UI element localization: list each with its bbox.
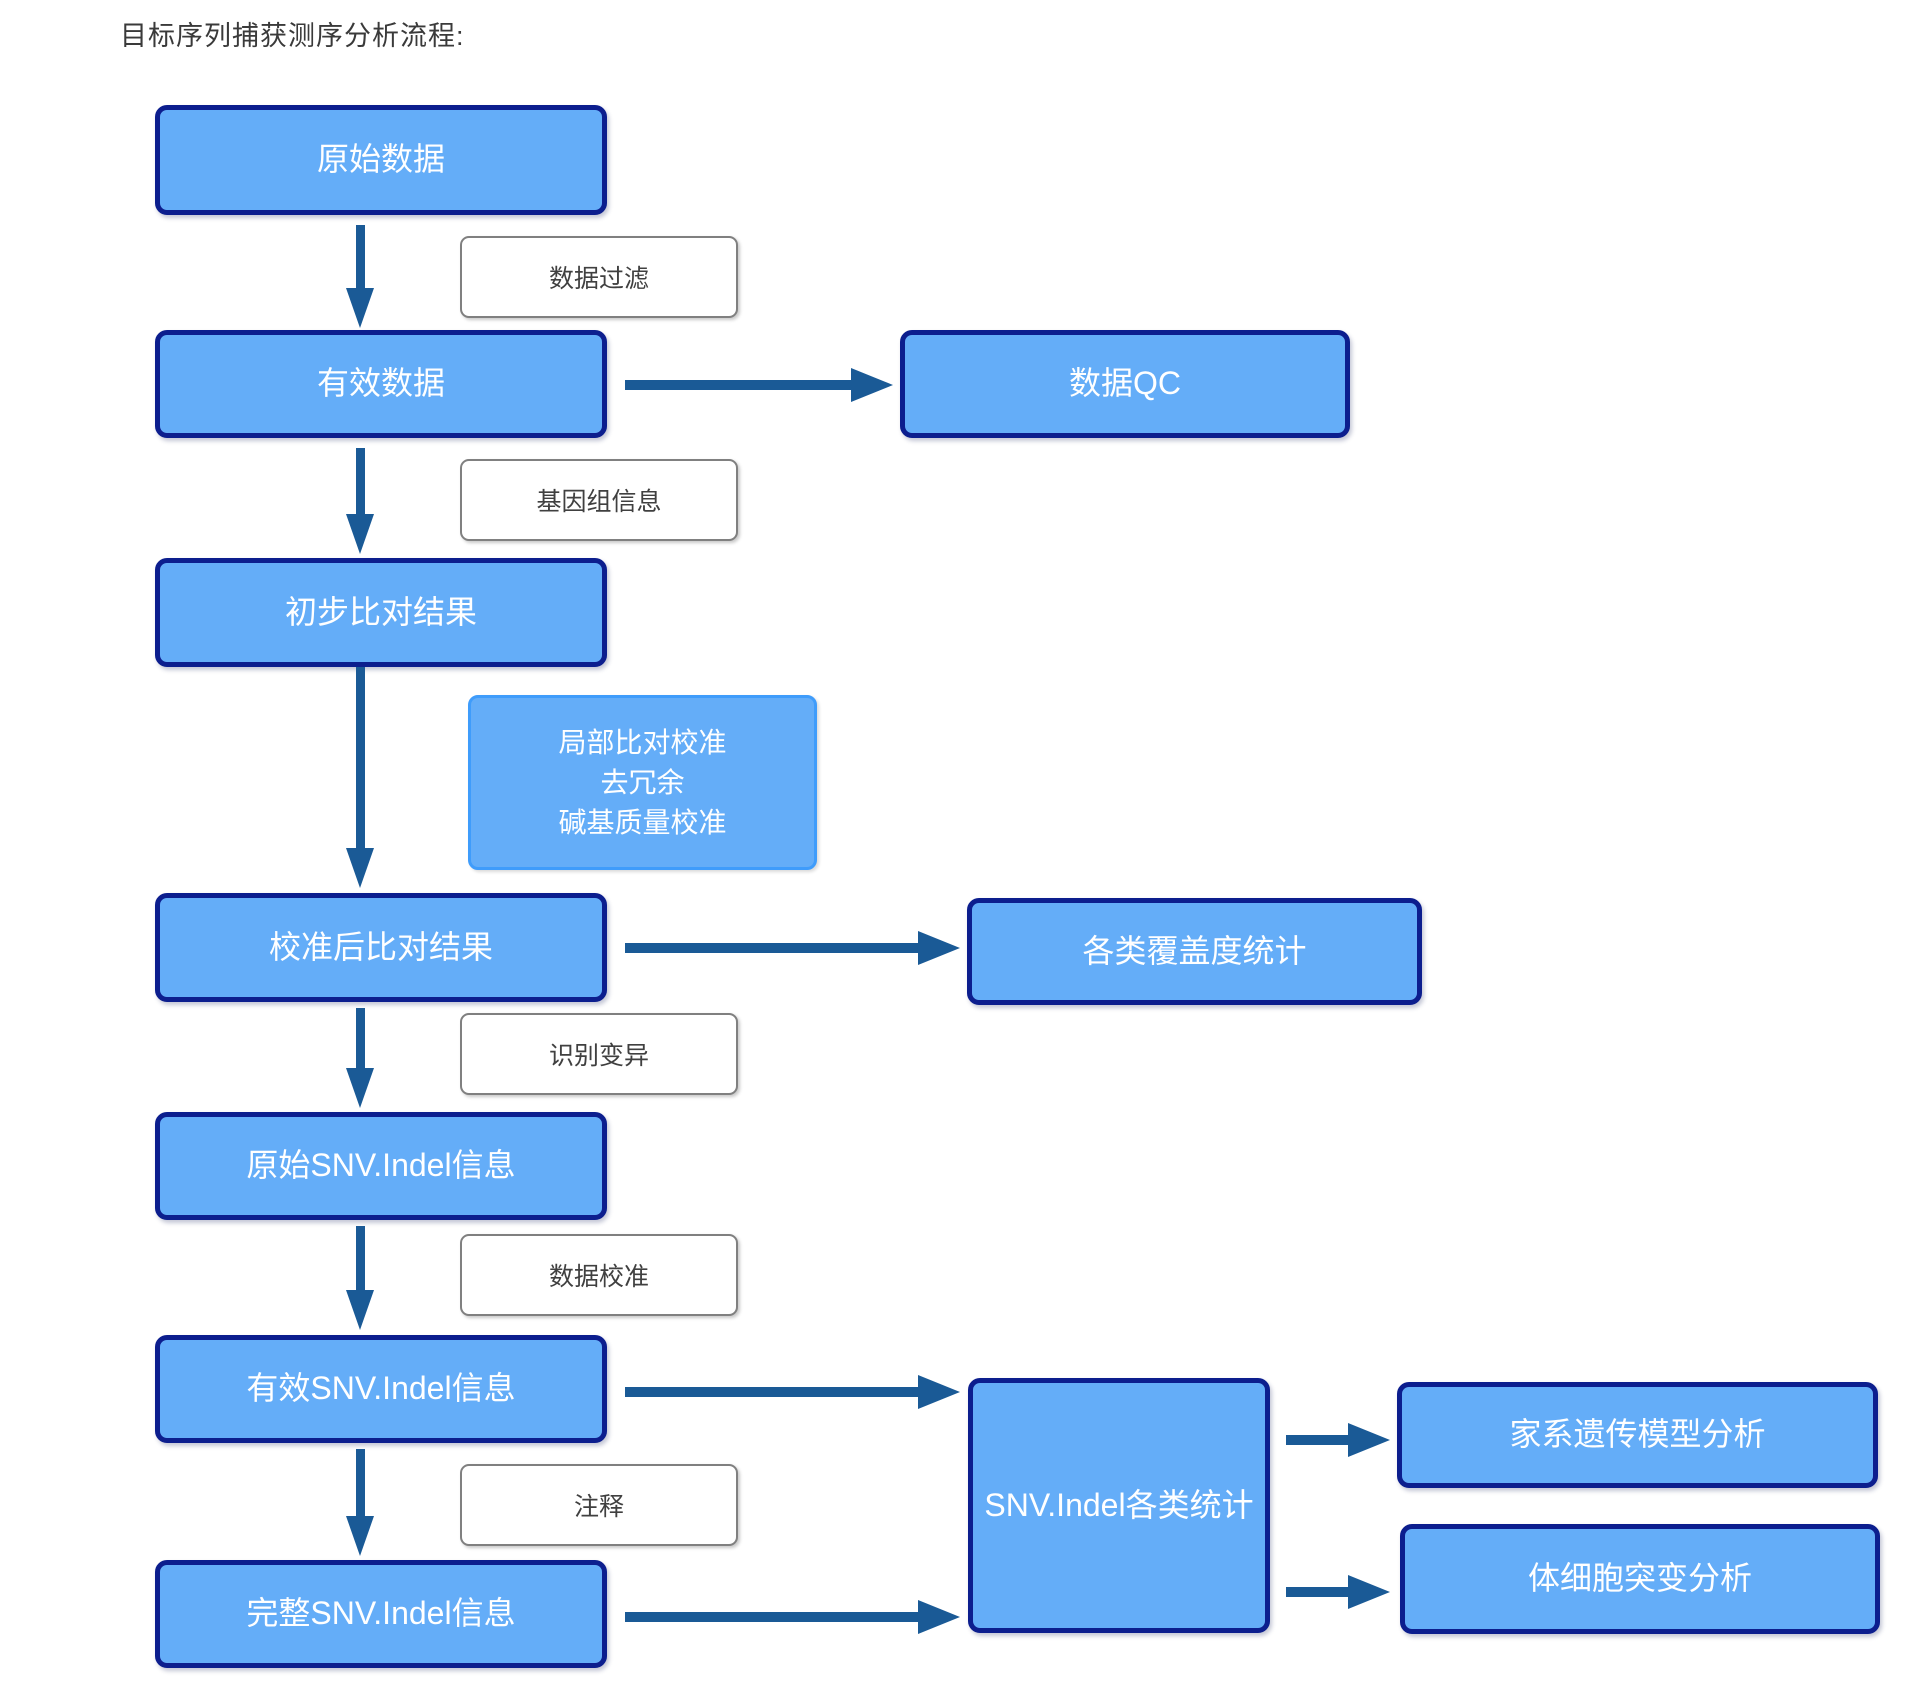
arrow-head-icon [918,1600,960,1634]
arrow-head-icon [346,514,374,554]
label-genome-info-text: 基因组信息 [536,488,662,516]
label-annotation: 注释 [460,1464,738,1546]
arrow-initial-to-calibrated [346,667,374,888]
arrow-line [625,943,918,953]
node-snv-indel-stats-label: SNV.Indel各类统计 [984,1486,1254,1523]
arrow-head-icon [346,288,374,328]
arrow-raw-to-clean [346,225,374,328]
node-data-qc: 数据QC [900,330,1350,438]
node-raw-data-label: 原始数据 [316,141,445,178]
arrow-stats-to-pedigree [1286,1423,1390,1457]
arrow-calibrated-to-raw-snv [346,1008,374,1108]
arrow-valid-snv-to-complete-snv [346,1449,374,1556]
node-snv-indel-stats: SNV.Indel各类统计 [968,1378,1270,1633]
arrow-line [355,1449,365,1516]
node-complete-snv-indel-label: 完整SNV.Indel信息 [246,1595,516,1632]
arrow-line [355,1226,365,1290]
label-variant-calling: 识别变异 [460,1013,738,1095]
node-raw-snv-indel: 原始SNV.Indel信息 [155,1112,607,1220]
page-title: 目标序列捕获测序分析流程: [120,21,465,51]
arrow-head-icon [346,1068,374,1108]
node-coverage-stats: 各类覆盖度统计 [967,898,1422,1005]
arrow-line [355,225,365,288]
note-line-2: 去冗余 [600,766,685,798]
node-clean-data: 有效数据 [155,330,607,438]
node-valid-snv-indel-label: 有效SNV.Indel信息 [246,1370,516,1407]
arrow-line [1286,1435,1348,1445]
node-initial-alignment: 初步比对结果 [155,558,607,667]
node-pedigree-model-analysis: 家系遗传模型分析 [1397,1382,1878,1488]
arrow-head-icon [918,1375,960,1409]
arrow-clean-to-initial [346,448,374,554]
node-coverage-stats-label: 各类覆盖度统计 [1082,932,1307,969]
label-data-calibration-text: 数据校准 [548,1263,649,1291]
arrow-line [355,448,365,514]
arrow-line [355,667,365,848]
arrow-calibrated-to-coverage [625,931,960,965]
node-somatic-mutation-analysis-label: 体细胞突变分析 [1527,1560,1752,1597]
label-data-calibration: 数据校准 [460,1234,738,1316]
arrow-line [355,1008,365,1068]
note-line-1: 局部比对校准 [558,726,727,758]
node-data-qc-label: 数据QC [1068,365,1181,402]
node-initial-alignment-label: 初步比对结果 [284,593,477,630]
node-pedigree-model-analysis-label: 家系遗传模型分析 [1509,1416,1766,1453]
label-data-filtering: 数据过滤 [460,236,738,318]
node-clean-data-label: 有效数据 [316,365,445,402]
label-genome-info: 基因组信息 [460,459,738,541]
label-data-filtering-text: 数据过滤 [548,265,649,293]
arrow-head-icon [346,1290,374,1330]
node-valid-snv-indel: 有效SNV.Indel信息 [155,1335,607,1443]
note-line-3: 碱基质量校准 [558,806,727,838]
node-calibrated-alignment: 校准后比对结果 [155,893,607,1002]
note-realignment-dedup-recalibration: 局部比对校准 去冗余 碱基质量校准 [468,695,817,870]
node-raw-snv-indel-label: 原始SNV.Indel信息 [246,1147,516,1184]
arrow-head-icon [1348,1575,1390,1609]
arrow-head-icon [346,848,374,888]
node-somatic-mutation-analysis: 体细胞突变分析 [1400,1524,1880,1634]
arrow-line [625,1612,918,1622]
arrow-line [625,380,851,390]
arrow-stats-to-somatic [1286,1575,1390,1609]
arrow-line [625,1387,918,1397]
arrow-complete-snv-to-stats [625,1600,960,1634]
arrow-head-icon [918,931,960,965]
arrow-valid-snv-to-stats [625,1375,960,1409]
arrow-raw-snv-to-valid-snv [346,1226,374,1330]
node-calibrated-alignment-label: 校准后比对结果 [268,928,493,965]
arrow-head-icon [1348,1423,1390,1457]
node-raw-data: 原始数据 [155,105,607,215]
arrow-head-icon [346,1516,374,1556]
arrow-clean-to-qc [625,368,893,402]
label-annotation-text: 注释 [573,1493,624,1521]
arrow-head-icon [851,368,893,402]
arrow-line [1286,1587,1348,1597]
label-variant-calling-text: 识别变异 [548,1042,649,1070]
node-complete-snv-indel: 完整SNV.Indel信息 [155,1560,607,1668]
